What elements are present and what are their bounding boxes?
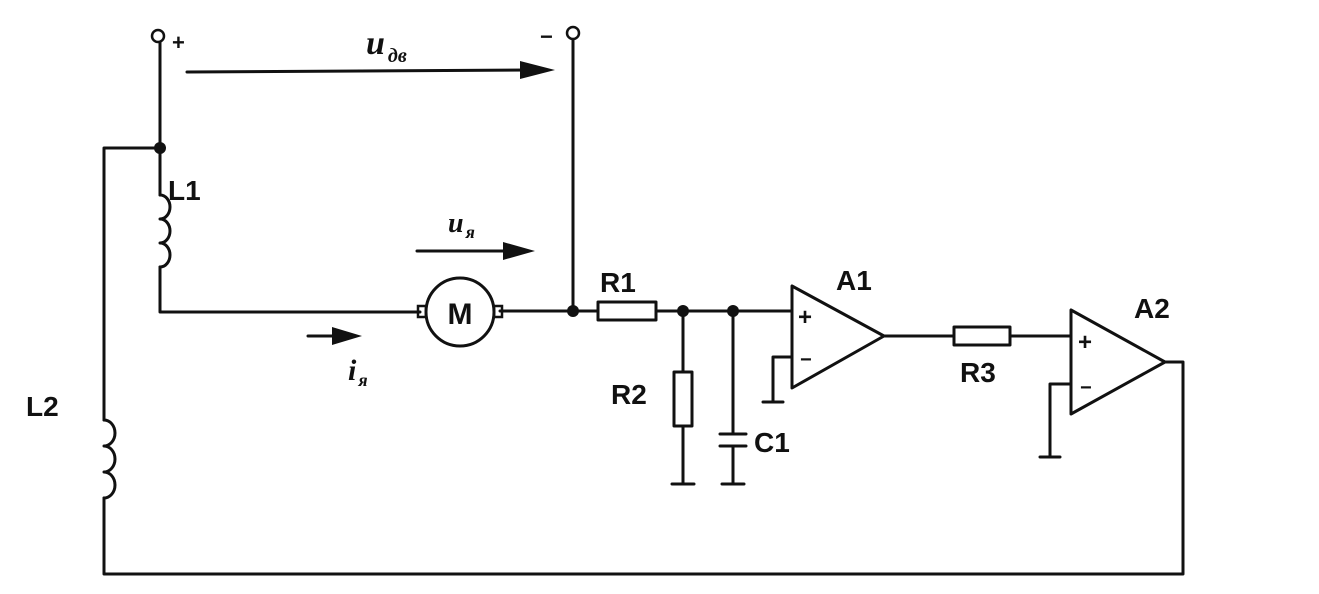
armature-voltage-arrow bbox=[415, 242, 535, 260]
motor-m bbox=[416, 276, 504, 348]
minus-terminal-label: − bbox=[540, 24, 553, 49]
opamp-a1-plus: + bbox=[798, 304, 812, 331]
opamp-a1-minus: − bbox=[800, 349, 812, 371]
opamp-a2-plus: + bbox=[1078, 329, 1092, 356]
capacitor-c1 bbox=[718, 432, 748, 448]
inductor-l1-label: L1 bbox=[168, 175, 201, 206]
inductor-l1 bbox=[158, 193, 172, 274]
junction-dot bbox=[727, 305, 739, 317]
opamp-a2-label: A2 bbox=[1134, 293, 1170, 324]
resistor-r2-label: R2 bbox=[611, 379, 647, 410]
capacitor-c1-label: C1 bbox=[754, 427, 790, 458]
resistor-r2 bbox=[672, 370, 694, 428]
opamp-a2 bbox=[1069, 308, 1167, 416]
resistor-r1 bbox=[596, 300, 658, 322]
motor-label: M bbox=[448, 298, 473, 331]
opamp-a1-label: A1 bbox=[836, 265, 872, 296]
plus-terminal bbox=[150, 28, 166, 44]
resistor-r1-label: R1 bbox=[600, 267, 636, 298]
armature-current-arrow bbox=[306, 327, 362, 345]
junction-dot bbox=[567, 305, 579, 317]
inductor-l2-label: L2 bbox=[26, 391, 59, 422]
minus-terminal bbox=[565, 25, 581, 41]
junction-dot bbox=[154, 142, 166, 154]
resistor-r3-label: R3 bbox=[960, 357, 996, 388]
opamp-a1 bbox=[790, 284, 886, 390]
junction-dot bbox=[677, 305, 689, 317]
inductor-l2 bbox=[102, 418, 117, 500]
opamp-a2-minus: − bbox=[1080, 377, 1092, 399]
resistor-r3 bbox=[952, 325, 1012, 347]
wires bbox=[102, 38, 1185, 576]
plus-terminal-label: + bbox=[172, 30, 185, 55]
motor-voltage-arrow bbox=[185, 61, 555, 79]
